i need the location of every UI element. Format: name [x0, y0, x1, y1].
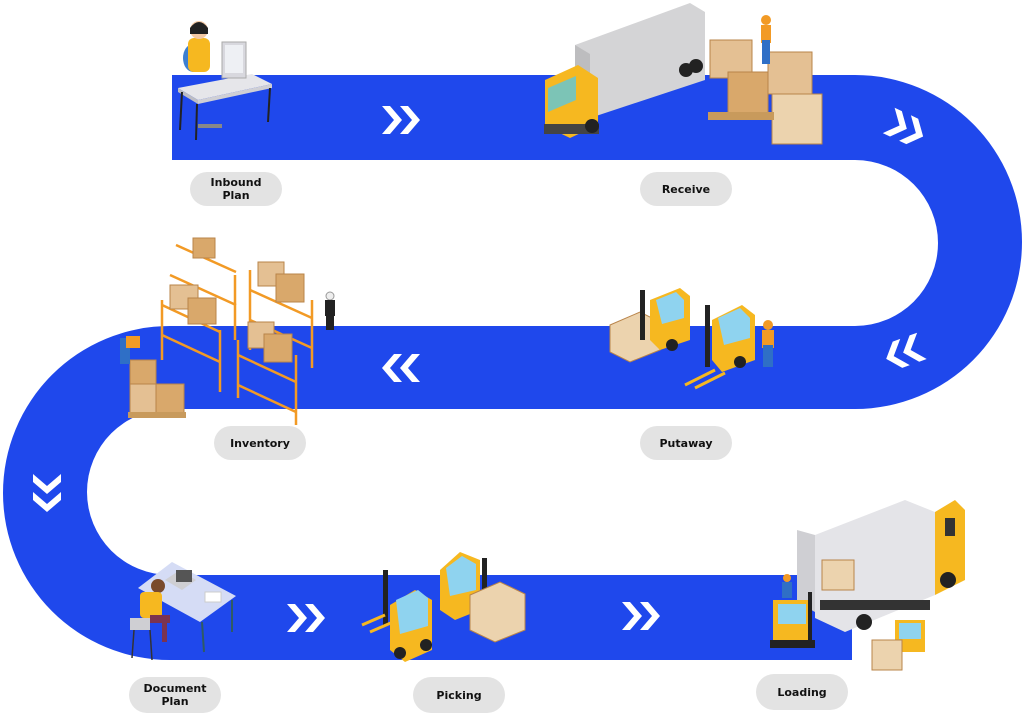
step-label-putaway: Putaway — [640, 426, 732, 460]
scene-document-plan — [130, 562, 236, 661]
chevron-icon — [622, 602, 642, 630]
chevron-icon — [382, 106, 402, 134]
double-chevron-icon — [382, 354, 420, 382]
road-band — [3, 75, 1022, 660]
double-chevron-icon — [33, 474, 61, 512]
step-label-loading: Loading — [756, 674, 848, 710]
step-label-inbound-plan: Inbound Plan — [190, 172, 282, 206]
scene-loading — [770, 500, 965, 671]
chevron-icon — [382, 354, 402, 382]
chevron-icon — [903, 332, 927, 362]
forklifts-icon — [609, 288, 774, 390]
double-chevron-icon — [382, 106, 420, 134]
chevron-icon — [640, 602, 660, 630]
step-label-picking: Picking — [413, 677, 505, 713]
double-chevron-icon — [622, 602, 660, 630]
road-path — [3, 75, 1022, 660]
person-at-laptop-icon — [130, 562, 236, 661]
direction-arrows — [33, 106, 927, 632]
step-label-receive: Receive — [640, 172, 732, 206]
scene-picking — [361, 552, 526, 662]
double-chevron-icon — [886, 332, 927, 368]
scene-putaway — [609, 288, 774, 390]
chevron-icon — [400, 354, 420, 382]
chevron-icon — [33, 492, 61, 512]
scene-inbound-plan — [178, 21, 272, 141]
double-chevron-icon — [287, 604, 325, 632]
step-label-document-plan: Document Plan — [129, 677, 221, 713]
chevron-icon — [899, 115, 924, 145]
step-label-inventory: Inventory — [214, 426, 306, 460]
truck-with-pallets-icon — [544, 3, 823, 145]
person-at-desk-icon — [178, 21, 272, 141]
scene-inventory — [120, 237, 335, 425]
truck-loading-icon — [770, 500, 965, 671]
warehouse-shelves-icon — [120, 237, 335, 425]
scene-receive — [544, 3, 823, 145]
chevron-icon — [33, 474, 61, 494]
forklifts-picking-icon — [361, 552, 526, 662]
chevron-icon — [305, 604, 325, 632]
double-chevron-icon — [882, 107, 924, 145]
chevron-icon — [400, 106, 420, 134]
chevron-icon — [886, 338, 910, 368]
chevron-icon — [287, 604, 307, 632]
chevron-icon — [882, 107, 907, 137]
